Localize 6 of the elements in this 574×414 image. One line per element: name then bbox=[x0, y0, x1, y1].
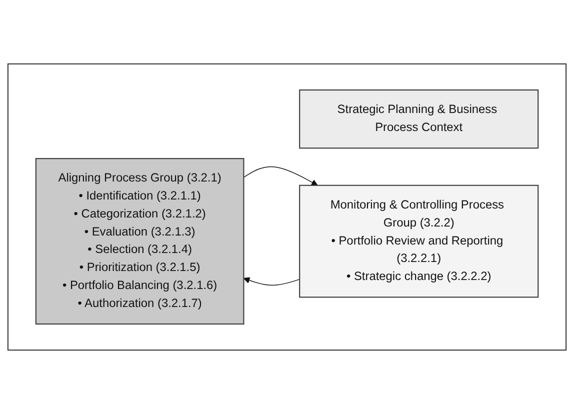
cluster bbox=[7, 63, 567, 351]
arrow bbox=[243, 277, 300, 286]
arrow bbox=[243, 166, 318, 186]
node-box: Aligning Process Group (3.2.1) • Identification (3.2.1.1) • Categorization (3.2.1.2) • Evaluation (3.2.1.3) • Selection (3.2.1.4) • Prioritization (3.2.1.5) • Portfolio Balancing (3.2.1.6) • Authorization (3.2.1.7) bbox=[35, 158, 244, 325]
node-box: Strategic Planning & Business Process Context bbox=[299, 89, 539, 149]
node-box: Monitoring & Controlling Process Group (3.2.2) • Portfolio Review and Reporting (3.2.2.1) • Strategic change (3.2.2.2) bbox=[299, 184, 539, 298]
